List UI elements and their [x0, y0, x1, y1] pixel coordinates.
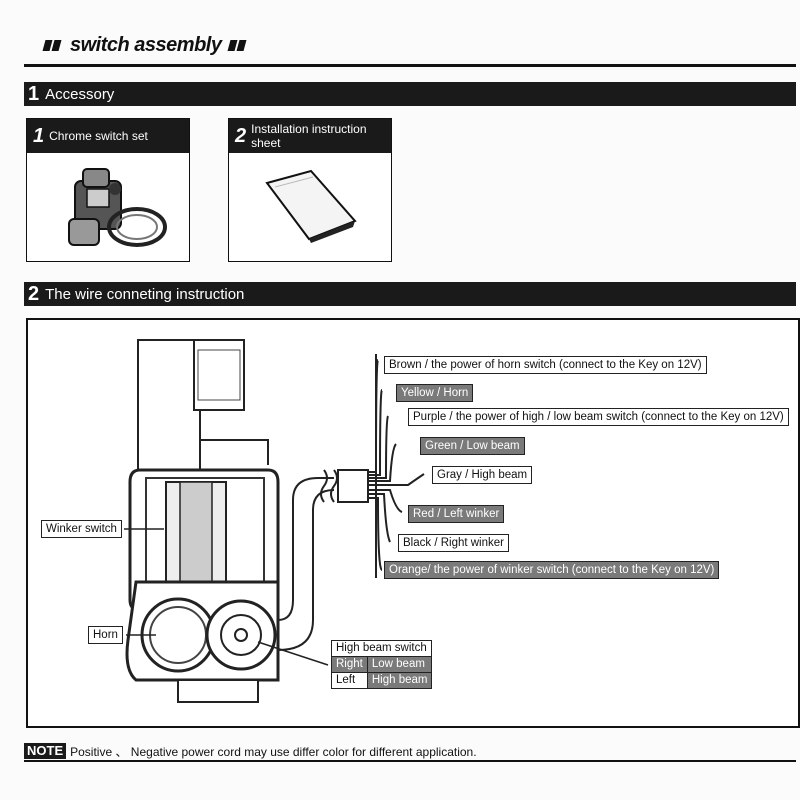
wire-label-orange: Orange/ the power of winker switch (conn… [384, 561, 720, 579]
accessory-label: Chrome switch set [49, 129, 148, 143]
note-text: Positive 、 Negative power cord may use d… [70, 744, 477, 759]
page-title: switch assembly [42, 34, 247, 57]
horn-callout: Horn [88, 626, 123, 644]
accessory-label: Installation instruction sheet [251, 122, 367, 150]
wire-label-black: Black / Right winker [398, 534, 509, 552]
high-beam-switch-table: High beam switch Right Low beam Left Hig… [330, 640, 433, 689]
section-number: 1 [28, 82, 40, 105]
note-tag: NOTE [24, 743, 67, 759]
high-beam-row-right-value: Low beam [366, 656, 433, 673]
wiring-diagram: Brown / the power of horn switch (connec… [26, 318, 800, 728]
winker-leader-line [124, 528, 164, 530]
wire-label-yellow: Yellow / Horn [396, 384, 474, 402]
title-rule [24, 64, 796, 67]
accessory-item-1: 1 Chrome switch set [26, 118, 190, 262]
note: NOTE Positive 、 Negative power cord may … [24, 742, 796, 760]
accessory-item-2: 2 Installation instruction sheet [228, 118, 392, 262]
switch-photo-icon [68, 168, 167, 247]
section-number: 2 [28, 282, 40, 305]
section-wire-instruction: 2 The wire conneting instruction [24, 282, 796, 306]
section-accessory: 1 Accessory [24, 82, 796, 106]
wire-label-green: Green / Low beam [420, 437, 525, 455]
switch-housing-drawing [125, 339, 425, 703]
accessory-header: 1 Chrome switch set [27, 119, 189, 153]
page-title-text: switch assembly [70, 34, 222, 56]
section-label: The wire conneting instruction [45, 285, 245, 303]
high-beam-row-left-value: High beam [366, 672, 433, 689]
title-marks-left [42, 34, 62, 57]
high-beam-row-left-side: Left [331, 672, 368, 689]
accessory-header: 2 Installation instruction sheet [229, 119, 391, 153]
title-marks-right [227, 34, 247, 57]
note-rule [24, 760, 796, 762]
wire-label-purple: Purple / the power of high / low beam sw… [408, 408, 789, 426]
high-beam-row-right-side: Right [331, 656, 368, 673]
horn-leader-line [126, 634, 156, 636]
wire-label-brown: Brown / the power of horn switch (connec… [384, 356, 707, 374]
wire-label-red: Red / Left winker [408, 505, 505, 523]
section-label: Accessory [45, 85, 115, 103]
wire-label-gray: Gray / High beam [432, 466, 533, 484]
accessory-number: 2 [235, 124, 247, 147]
accessory-number: 1 [33, 124, 45, 147]
sheet-photo-icon [265, 169, 357, 243]
winker-switch-callout: Winker switch [41, 520, 122, 538]
high-beam-table-header: High beam switch [330, 640, 433, 657]
